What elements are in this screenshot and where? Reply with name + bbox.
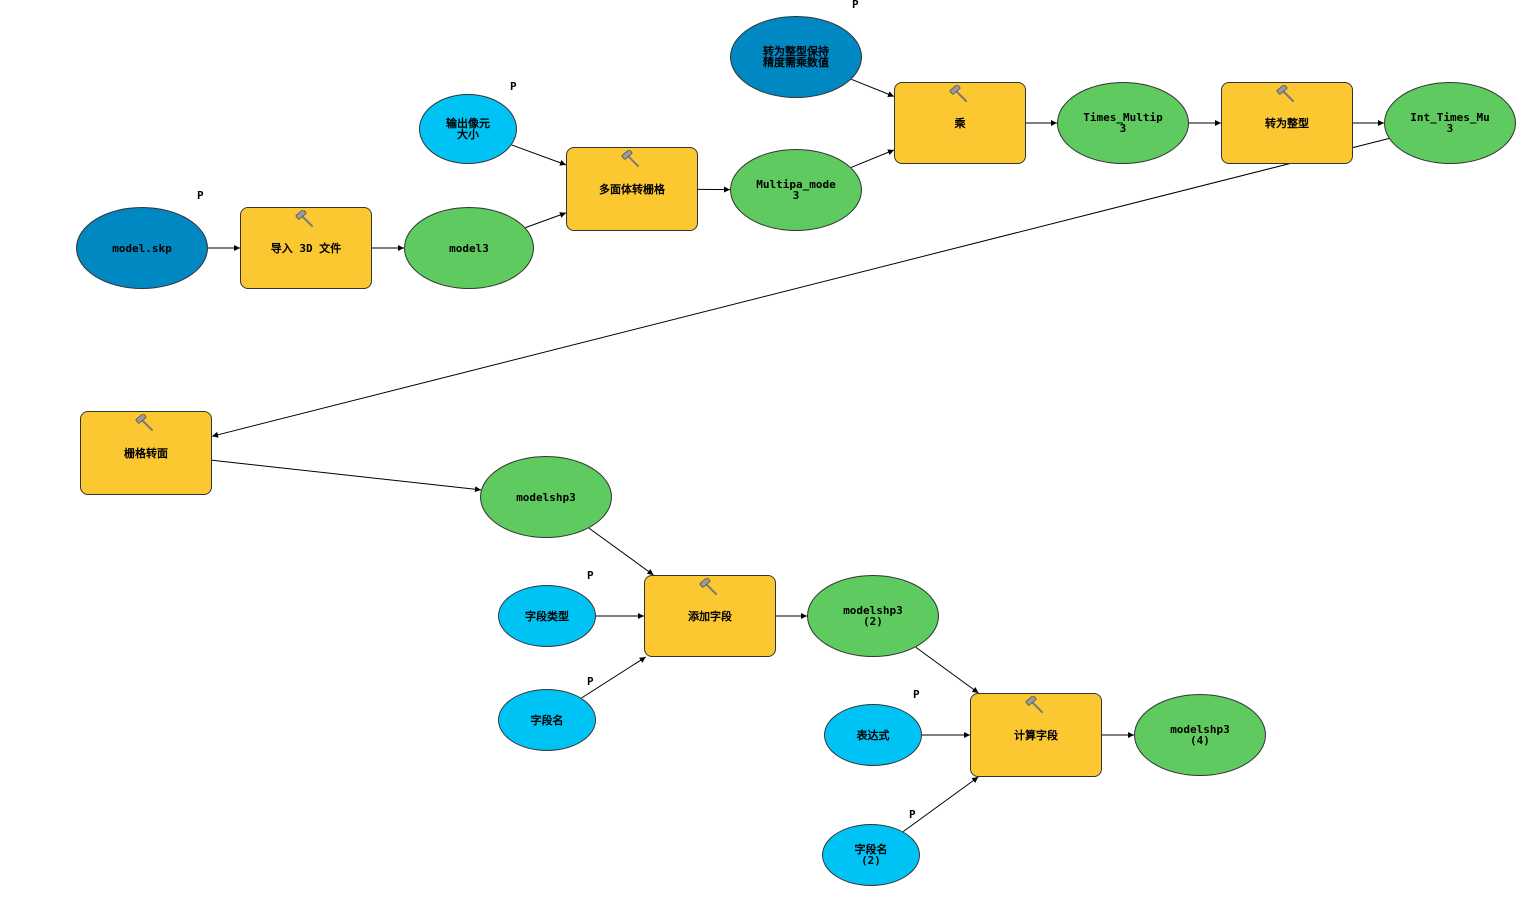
node-import-3d[interactable]: 导入 3D 文件 [240,207,372,289]
parameter-marker: P [197,189,204,202]
connector-field-name-to-add-field[interactable] [581,656,647,699]
node-multipatch-to-raster[interactable]: 多面体转栅格 [566,147,698,231]
connector-model3-to-multipatch-to-raster[interactable] [525,212,567,229]
node-multipa-mode3[interactable]: Multipa_mode 3 [730,149,862,231]
node-times[interactable]: 乘 [894,82,1026,164]
parameter-marker: P [587,569,594,582]
node-label: 导入 3D 文件 [270,241,342,255]
connector-multipa-mode3-to-times[interactable] [850,149,895,168]
connector-field-name-2-to-calculate-field[interactable] [902,776,979,833]
node-label: Int_Times_Mu 3 [1410,111,1490,135]
connector-precision-value-to-times[interactable] [851,78,895,97]
parameter-marker: P [913,688,920,701]
parameter-marker: P [909,808,916,821]
node-expression[interactable]: 表达式 [824,704,922,766]
node-label: 栅格转面 [124,446,168,460]
connector-int-times-mu3-to-raster-to-polygon[interactable] [211,137,1389,438]
connector-modelshp3-to-add-field[interactable] [588,527,654,576]
hammer-icon [699,577,721,596]
hammer-icon [295,209,317,228]
parameter-marker: P [510,80,517,93]
connector-raster-to-polygon-to-modelshp3[interactable] [211,459,482,493]
node-label: 字段类型 [525,609,569,623]
hammer-icon [135,413,157,432]
node-label: 添加字段 [688,609,732,623]
node-field-name[interactable]: 字段名 [498,689,596,751]
node-add-field[interactable]: 添加字段 [644,575,776,657]
node-label: modelshp3 (2) [843,604,903,628]
node-label: 转为整型 [1265,116,1309,130]
node-model-skp[interactable]: model.skp [76,207,208,289]
parameter-marker: P [587,675,594,688]
hammer-icon [1276,84,1298,103]
node-label: 计算字段 [1014,728,1058,742]
node-label: model.skp [112,241,172,255]
node-modelshp3-2[interactable]: modelshp3 (2) [807,575,939,657]
hammer-icon [1025,695,1047,714]
node-precision-value[interactable]: 转为整型保持 精度需乘数值 [730,16,862,98]
node-label: modelshp3 [516,490,576,504]
node-label: 多面体转栅格 [599,182,665,196]
node-label: model3 [449,241,489,255]
node-label: Multipa_mode 3 [756,178,836,202]
node-label: modelshp3 (4) [1170,723,1230,747]
node-label: 表达式 [856,728,890,742]
node-int-times-mu3[interactable]: Int_Times_Mu 3 [1384,82,1516,164]
connector-modelshp3-2-to-calculate-field[interactable] [915,646,979,694]
parameter-marker: P [852,0,859,11]
node-label: 乘 [954,116,966,130]
connector-cell-size-to-multipatch-to-raster[interactable] [511,144,567,166]
node-to-int[interactable]: 转为整型 [1221,82,1353,164]
node-label: 字段名 [530,713,564,727]
node-cell-size[interactable]: 输出像元 大小 [419,94,517,164]
node-model3[interactable]: model3 [404,207,534,289]
node-calculate-field[interactable]: 计算字段 [970,693,1102,777]
node-modelshp3[interactable]: modelshp3 [480,456,612,538]
node-label: 转为整型保持 精度需乘数值 [763,45,829,69]
node-modelshp3-4[interactable]: modelshp3 (4) [1134,694,1266,776]
node-label: Times_Multip 3 [1083,111,1163,135]
hammer-icon [621,149,643,168]
node-raster-to-polygon[interactable]: 栅格转面 [80,411,212,495]
hammer-icon [949,84,971,103]
node-label: 字段名 (2) [854,843,888,867]
node-times-multip3[interactable]: Times_Multip 3 [1057,82,1189,164]
node-field-type[interactable]: 字段类型 [498,585,596,647]
node-field-name-2[interactable]: 字段名 (2) [822,824,920,886]
node-label: 输出像元 大小 [446,117,490,141]
